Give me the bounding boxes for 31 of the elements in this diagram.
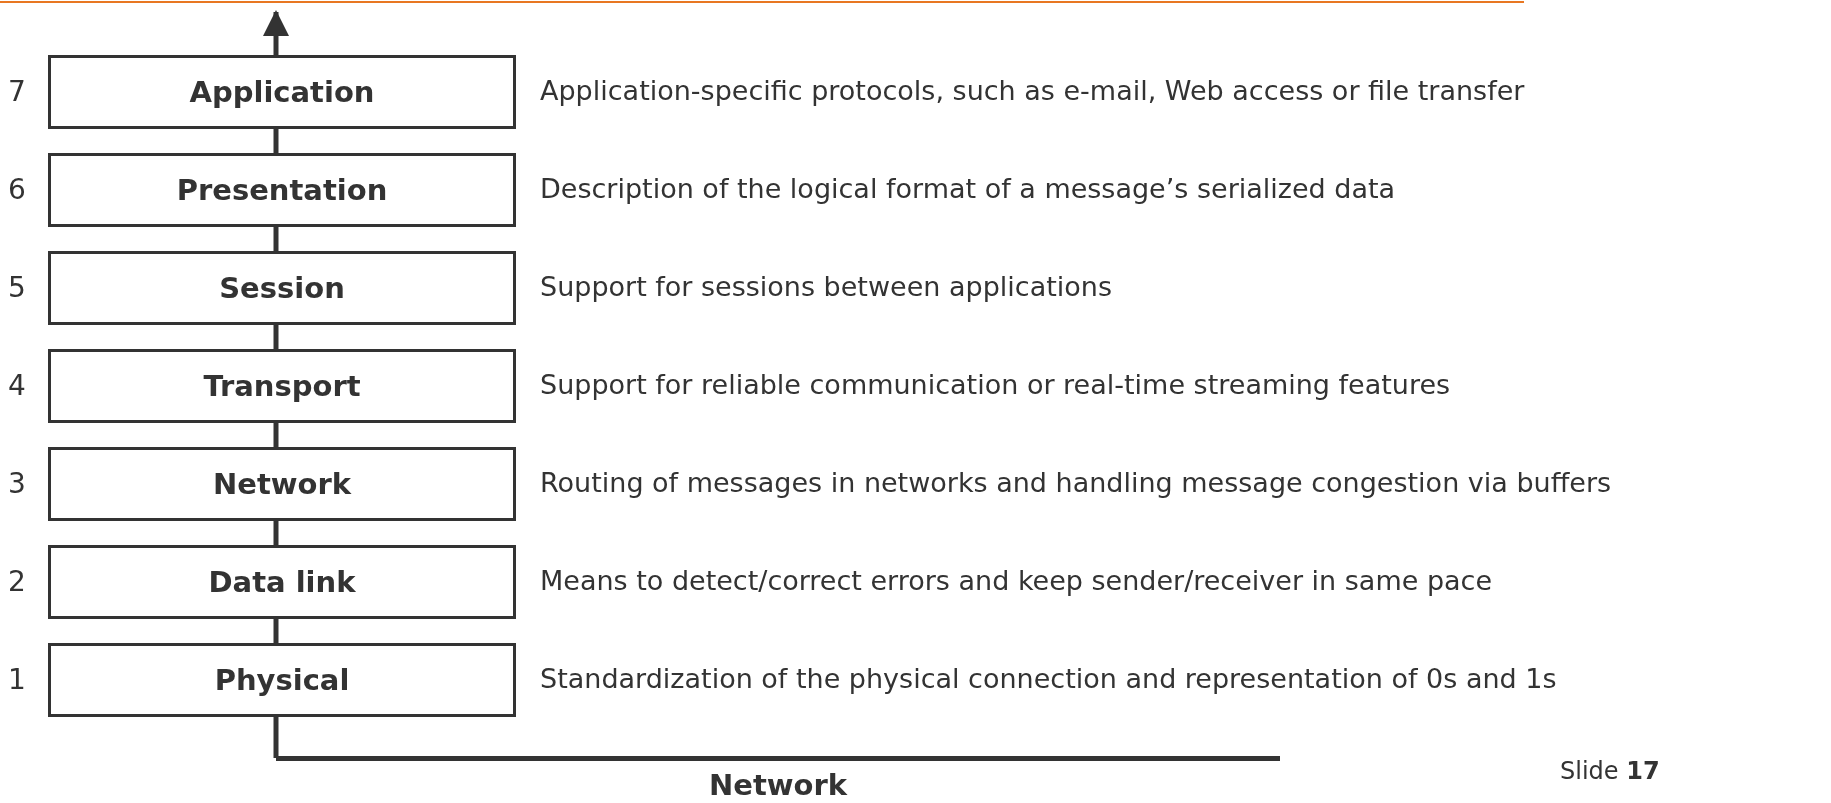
- layer-description: Support for sessions between applications: [540, 271, 1112, 302]
- connector-line: [273, 129, 279, 153]
- layer-description: Description of the logical format of a message’s serialized data: [540, 173, 1396, 204]
- layer-number: 1: [8, 663, 26, 696]
- layer-box: Physical: [48, 643, 516, 717]
- connector-line: [273, 423, 279, 447]
- layer-number: 2: [8, 565, 26, 598]
- layer-number: 5: [8, 271, 26, 304]
- layer-description: Application-specific protocols, such as e-mail, Web access or file transfer: [540, 75, 1525, 106]
- connector-line: [273, 717, 279, 758]
- layer-description: Standardization of the physical connection and representation of 0s and 1s: [540, 663, 1557, 694]
- layer-number: 7: [8, 75, 26, 108]
- layer-box: Network: [48, 447, 516, 521]
- layer-box: Data link: [48, 545, 516, 619]
- layer-description: Means to detect/correct errors and keep sender/receiver in same pace: [540, 565, 1493, 596]
- layer-box: Session: [48, 251, 516, 325]
- arrow: [263, 10, 289, 55]
- layer-box: Transport: [48, 349, 516, 423]
- layer-box: Presentation: [48, 153, 516, 227]
- connector-line: [273, 521, 279, 545]
- layer-number: 3: [8, 467, 26, 500]
- layer-number: 4: [8, 369, 26, 402]
- layer-number: 6: [8, 173, 26, 206]
- network-label: Network: [708, 768, 848, 802]
- connector-line: [273, 325, 279, 349]
- layer-box: Application: [48, 55, 516, 129]
- layer-description: Routing of messages in networks and handling message congestion via buffers: [540, 467, 1612, 498]
- connector-line: [273, 619, 279, 643]
- layer-description: Support for reliable communication or real-time streaming features: [540, 369, 1451, 400]
- connector-line: [273, 227, 279, 251]
- slide-number: Slide 17: [1560, 757, 1660, 785]
